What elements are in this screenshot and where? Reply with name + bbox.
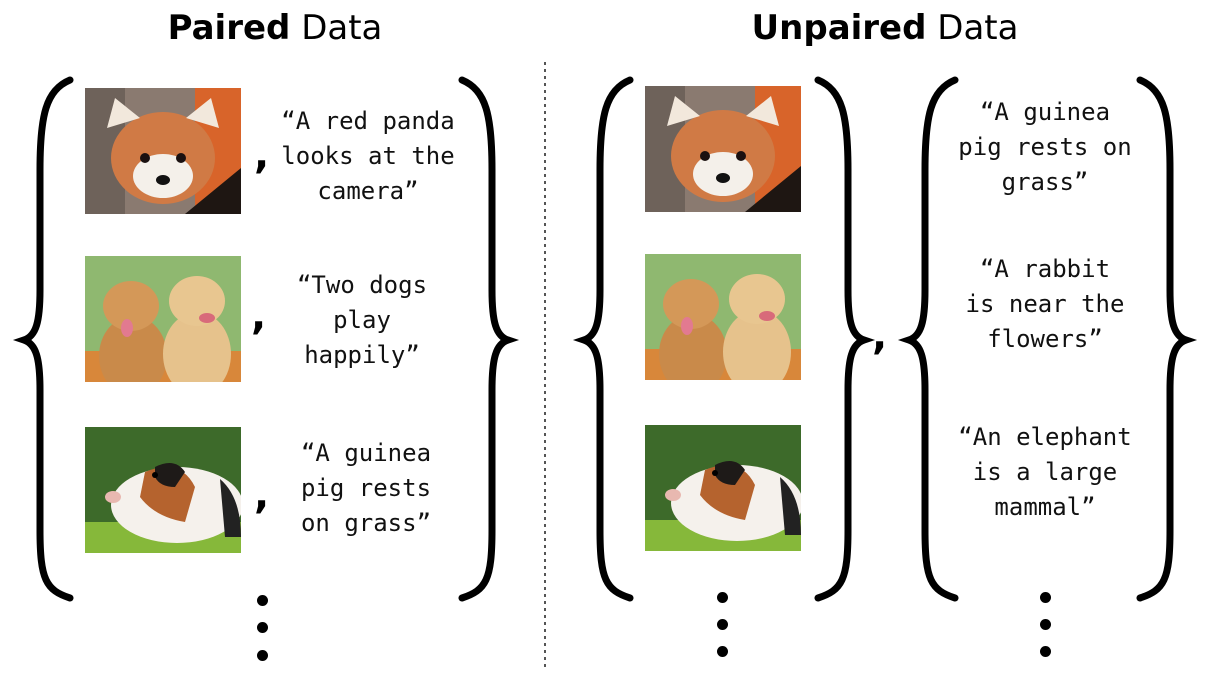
left-brace	[12, 76, 74, 602]
comma: ,	[872, 313, 888, 359]
ellipsis-dot	[717, 646, 728, 657]
right-brace	[458, 76, 520, 602]
ellipsis-dot	[1040, 592, 1051, 603]
title-rest: Data	[290, 8, 383, 48]
unpaired-caption: “An elephant is a large mammal”	[958, 423, 1132, 521]
red-panda-image	[85, 88, 241, 214]
ellipsis-dot	[257, 622, 268, 633]
ellipsis-dot	[717, 619, 728, 630]
title-bold: Paired	[167, 8, 291, 48]
title-rest: Data	[926, 8, 1019, 48]
paired-caption: “A red panda looks at the camera”	[281, 107, 455, 205]
guinea-pig-image	[85, 427, 241, 553]
ellipsis-dot	[717, 592, 728, 603]
ellipsis-dot	[1040, 646, 1051, 657]
unpaired-data-title: Unpaired Data	[752, 8, 1019, 48]
guinea-pig-image	[645, 425, 801, 551]
comma: ,	[254, 132, 270, 178]
comma: ,	[254, 472, 270, 518]
two-dogs-image	[645, 254, 801, 380]
paired-data-title: Paired Data	[168, 8, 383, 48]
ellipsis-dot	[1040, 619, 1051, 630]
comma: ,	[251, 293, 267, 339]
right-brace	[814, 76, 876, 602]
ellipsis-dot	[257, 595, 268, 606]
unpaired-caption: “A rabbit is near the flowers”	[965, 255, 1125, 353]
paired-caption: “Two dogs play happily”	[296, 271, 428, 369]
two-dogs-image	[85, 256, 241, 382]
ellipsis-dot	[257, 650, 268, 661]
paired-caption: “A guinea pig rests on grass”	[300, 439, 432, 537]
title-bold: Unpaired	[751, 8, 927, 48]
red-panda-image	[645, 86, 801, 212]
unpaired-caption: “A guinea pig rests on grass”	[958, 98, 1132, 196]
left-brace	[897, 76, 959, 602]
left-brace	[572, 76, 634, 602]
right-brace	[1136, 76, 1198, 602]
